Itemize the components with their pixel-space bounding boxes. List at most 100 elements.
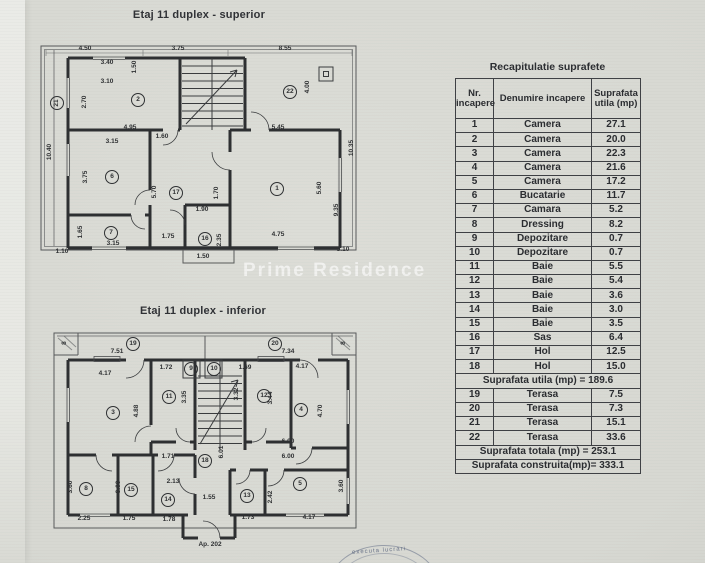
dimension-label: 3.44	[266, 391, 274, 405]
cell-nr: 14	[455, 302, 494, 318]
inferior-plan-title: Etaj 11 duplex - inferior	[139, 305, 267, 317]
dimension-label: 2.13	[166, 477, 180, 485]
staircase-superior	[182, 58, 243, 130]
dimension-label: 4.00	[303, 80, 311, 94]
dimension-label: 1.78	[162, 515, 176, 523]
room-number-label: 11	[162, 390, 176, 404]
dimension-label: 5.10	[336, 245, 350, 253]
total-row: Suprafata totala (mp) = 253.1	[455, 444, 641, 460]
room-number-label: 1	[270, 182, 284, 196]
header-nr: Nr. incapere	[455, 78, 495, 119]
room-number-label: 20	[268, 337, 282, 351]
cell-name: Terasa	[493, 416, 592, 432]
dimension-label: 3.60	[337, 479, 345, 493]
cell-area: 7.3	[591, 401, 641, 418]
cell-name: Baie	[493, 259, 592, 276]
cell-nr: 10	[455, 245, 494, 261]
cell-nr: 16	[455, 330, 494, 347]
room-number-label: 16	[198, 232, 212, 246]
windows-superior	[65, 55, 343, 251]
built-row: Suprafata construita(mp)= 333.1	[455, 458, 641, 475]
dimension-label: 3.10	[100, 77, 114, 85]
dimension-label: 1.71	[161, 452, 175, 460]
dimension-label: 8.55	[278, 44, 292, 52]
room-number-label: 18	[198, 454, 212, 468]
cell-nr: 12	[455, 274, 494, 290]
table-header-row: Nr. incapere Denumire incapere Suprafata…	[455, 78, 641, 119]
dimension-label: 8	[339, 341, 347, 345]
dimension-label: 3.35	[180, 390, 188, 404]
dimension-label: 1.70	[212, 186, 220, 200]
dimension-label: 3.15	[106, 239, 120, 247]
dimension-label: 2.25	[77, 514, 91, 522]
cell-name: Camera	[493, 132, 592, 148]
dimension-label: 4.17	[295, 362, 309, 370]
room-number-label: 8	[79, 482, 93, 496]
cell-nr: 20	[455, 401, 494, 418]
cell-area: 33.6	[591, 430, 641, 446]
cell-area: 17.2	[591, 174, 641, 190]
dimension-label: 4.50	[78, 44, 92, 52]
cell-area: 0.7	[591, 245, 641, 261]
cell-nr: 7	[455, 203, 494, 219]
cell-nr: 8	[455, 217, 494, 233]
room-number-label: 15	[124, 483, 138, 497]
dimension-label: 9.35	[332, 203, 340, 217]
subtotal-row-text: Suprafata utila (mp) = 189.6	[455, 373, 641, 389]
dimension-label: 5.70	[150, 185, 158, 199]
cell-area: 7.5	[591, 387, 641, 403]
room-number-label: 3	[106, 406, 120, 420]
dimension-label: 4.95	[123, 123, 137, 131]
total-row-text: Suprafata totala (mp) = 253.1	[455, 444, 641, 460]
dimension-label: 1.75	[122, 514, 136, 522]
cell-nr: 4	[455, 160, 494, 176]
room-number-label: 4	[294, 403, 308, 417]
cell-nr: 6	[455, 188, 494, 205]
dimension-label: 1.90	[195, 205, 209, 213]
room-number-label: 10	[207, 362, 221, 376]
dimension-label: 3.75	[171, 44, 185, 52]
cell-nr: 15	[455, 316, 494, 332]
dimension-label: 7.34	[281, 347, 295, 355]
cell-name: Dressing	[493, 217, 592, 233]
cell-area: 12.5	[591, 344, 641, 361]
cell-area: 3.6	[591, 288, 641, 304]
cell-nr: 13	[455, 288, 494, 304]
room-number-label: 13	[240, 489, 254, 503]
cell-nr: 17	[455, 344, 494, 361]
cell-name: Depozitare	[493, 245, 592, 261]
cell-area: 3.0	[591, 302, 641, 318]
cell-area: 15.0	[591, 359, 641, 375]
dimension-label: 3.75	[81, 170, 89, 184]
cell-nr: 1	[455, 117, 494, 134]
cell-area: 15.1	[591, 416, 641, 432]
cell-nr: 5	[455, 174, 494, 190]
storage-niches	[182, 359, 223, 379]
cell-area: 21.6	[591, 160, 641, 176]
room-number-label: 9	[184, 362, 198, 376]
cell-name: Terasa	[493, 401, 592, 418]
cell-name: Terasa	[493, 387, 592, 403]
dimension-label: 6.00	[281, 452, 295, 460]
subtotal-row: Suprafata utila (mp) = 189.6	[455, 373, 641, 389]
dimension-label: 1.50	[196, 252, 210, 260]
cell-name: Baie	[493, 274, 592, 290]
cell-area: 5.4	[591, 274, 641, 290]
dimension-label: 1.60	[155, 132, 169, 140]
dimension-label: 1.50	[130, 60, 138, 74]
staircase-inferior	[198, 360, 242, 450]
cell-area: 20.0	[591, 132, 641, 148]
room-number-label: 17	[169, 186, 183, 200]
cell-area: 22.3	[591, 146, 641, 162]
cell-name: Baie	[493, 288, 592, 304]
dimension-label: 3.00	[114, 480, 122, 494]
